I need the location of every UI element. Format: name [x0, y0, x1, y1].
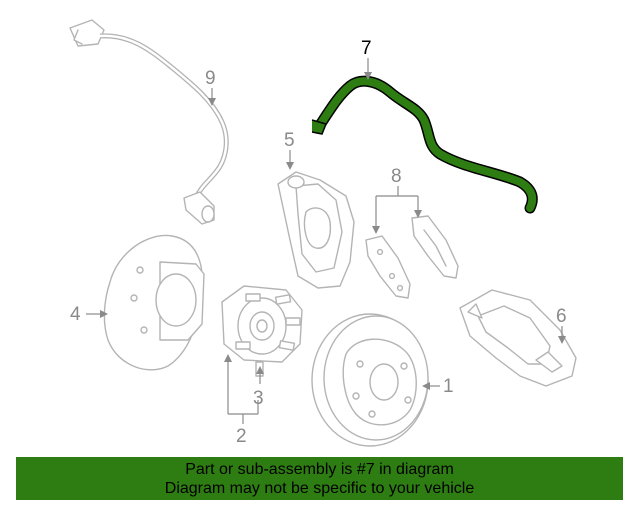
callout-2: 2 — [236, 426, 247, 447]
brake-pads-part-8[interactable] — [365, 215, 459, 299]
info-banner: Part or sub-assembly is #7 in diagram Di… — [16, 457, 623, 500]
banner-line-disclaimer: Diagram may not be specific to your vehi… — [164, 480, 475, 497]
callout-9: 9 — [205, 68, 216, 89]
abs-sensor-part-9[interactable] — [69, 19, 229, 225]
callout-labels: 7 9 5 8 4 6 1 3 2 — [70, 38, 567, 447]
caliper-bracket-part-6[interactable] — [459, 289, 577, 387]
splash-shield-part-4[interactable] — [103, 234, 205, 371]
callout-8: 8 — [391, 166, 402, 187]
callout-7: 7 — [361, 38, 372, 59]
callout-6: 6 — [556, 306, 567, 327]
brake-hose-highlight — [314, 77, 537, 212]
callout-3: 3 — [253, 388, 264, 409]
leader-lines — [86, 58, 566, 424]
hub-bearing-part-3[interactable] — [221, 285, 303, 377]
caliper-part-5[interactable] — [277, 171, 355, 289]
callout-4: 4 — [70, 304, 81, 325]
brake-rotor-part-1[interactable] — [311, 313, 429, 447]
callout-5: 5 — [284, 130, 295, 151]
parts-diagram: 7 9 5 8 4 6 1 3 2 — [69, 19, 577, 447]
banner-line-part: Part or sub-assembly is #7 in diagram — [185, 461, 454, 478]
brake-hose-part-7[interactable] — [311, 75, 538, 214]
callout-1: 1 — [443, 376, 454, 397]
